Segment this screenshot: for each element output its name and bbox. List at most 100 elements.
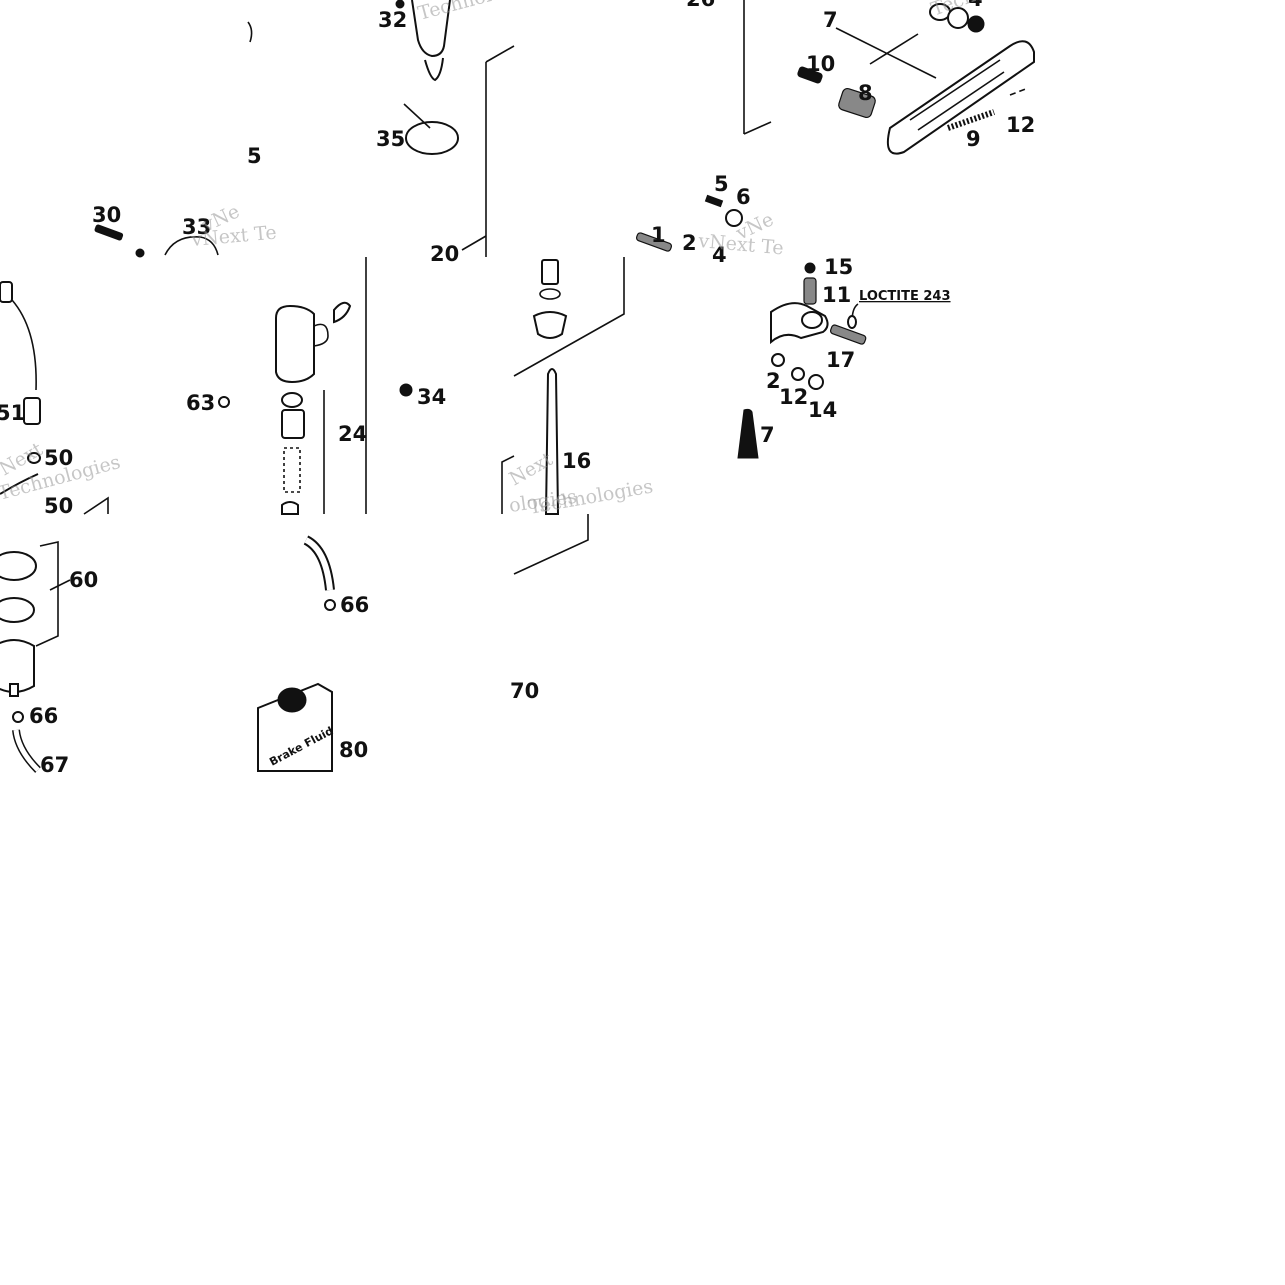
callout-1: 1 bbox=[651, 223, 666, 247]
callout-66-middle: 66 bbox=[340, 593, 369, 617]
callout-12-lower: 12 bbox=[779, 385, 808, 409]
callout-70: 70 bbox=[510, 679, 539, 703]
elbow-fitting bbox=[333, 301, 352, 324]
callout-26: 26 bbox=[686, 0, 715, 11]
reservoir-spout bbox=[9, 683, 19, 697]
frame-line bbox=[461, 235, 487, 251]
piston bbox=[281, 409, 305, 439]
frame-line bbox=[485, 45, 515, 63]
banjo-fitting bbox=[0, 473, 39, 495]
cylinder-port bbox=[313, 323, 329, 347]
watermark: Technolo bbox=[416, 0, 505, 25]
leader-60 bbox=[49, 579, 71, 591]
washer-2 bbox=[771, 353, 785, 367]
nut-part bbox=[135, 248, 145, 258]
frame-line bbox=[501, 455, 515, 514]
eye-part bbox=[801, 311, 823, 329]
callout-12-top: 12 bbox=[1006, 113, 1035, 137]
clip-66 bbox=[324, 599, 336, 611]
washer-12 bbox=[791, 367, 805, 381]
frame-line bbox=[513, 257, 625, 377]
bushing-4 bbox=[967, 15, 985, 33]
hose-67-inner bbox=[13, 729, 40, 772]
callout-14: 14 bbox=[808, 398, 837, 422]
callout-16: 16 bbox=[562, 449, 591, 473]
tile-mid-right-a bbox=[501, 257, 759, 515]
callout-50-top: 50 bbox=[44, 446, 73, 470]
tile-bottom-left bbox=[0, 541, 71, 773]
cable-tie-35 bbox=[405, 121, 459, 155]
switch-plug bbox=[0, 281, 13, 303]
bushing-6 bbox=[725, 209, 743, 227]
bolt-30 bbox=[94, 224, 124, 241]
clamp-33 bbox=[164, 236, 219, 256]
brake-switch-51 bbox=[23, 397, 41, 425]
spring-9 bbox=[947, 109, 995, 131]
hose-inner bbox=[304, 537, 333, 591]
callout-32: 32 bbox=[378, 8, 407, 32]
frame-line bbox=[513, 514, 589, 575]
tile-bottom-right-a bbox=[513, 514, 589, 575]
callout-10: 10 bbox=[806, 52, 835, 76]
o-ring bbox=[281, 392, 303, 408]
callout-2-lower: 2 bbox=[766, 369, 781, 393]
reservoir-body bbox=[0, 639, 35, 693]
tile-mid-middle bbox=[275, 257, 413, 515]
tile-mid-right-b bbox=[770, 262, 867, 390]
bracket-line-60 bbox=[35, 541, 59, 647]
screw-63 bbox=[218, 396, 230, 408]
callout-11: 11 bbox=[822, 283, 851, 307]
callout-35: 35 bbox=[376, 127, 405, 151]
bottle-cap bbox=[277, 687, 307, 713]
cable-tie-tail bbox=[403, 103, 431, 129]
screw-10 bbox=[797, 66, 823, 84]
reservoir-diaphragm bbox=[0, 597, 35, 623]
frame-line bbox=[743, 121, 772, 135]
clip-66 bbox=[12, 711, 24, 723]
frame-line bbox=[83, 496, 109, 515]
nut-14 bbox=[808, 374, 824, 390]
spring bbox=[283, 447, 301, 493]
caliper-bracket bbox=[411, 0, 451, 58]
callout-51: 51 bbox=[0, 401, 25, 425]
boot-stem bbox=[541, 259, 559, 285]
bolt-32 bbox=[395, 0, 405, 9]
callout-5-left: 5 bbox=[247, 144, 262, 168]
nut-34 bbox=[399, 383, 413, 397]
dipstick-16 bbox=[544, 368, 560, 515]
callout-50-bottom: 50 bbox=[44, 494, 73, 518]
washer-part bbox=[947, 7, 969, 29]
tile-bottom-middle: Brake Fluid bbox=[257, 535, 336, 772]
sleeve-7 bbox=[737, 408, 759, 459]
brake-fluid-bottle bbox=[257, 682, 333, 772]
pedal-tip-8 bbox=[838, 87, 876, 119]
screw-5 bbox=[704, 194, 724, 208]
callout-2-top: 2 bbox=[682, 231, 697, 255]
bolt-1 bbox=[635, 232, 673, 252]
callout-6: 6 bbox=[736, 185, 751, 209]
bracket-tip bbox=[424, 57, 444, 82]
callout-17: 17 bbox=[826, 348, 855, 372]
callout-8: 8 bbox=[858, 81, 873, 105]
pedal-slot bbox=[909, 59, 1005, 131]
callout-60: 60 bbox=[69, 568, 98, 592]
dashed-axis bbox=[1009, 87, 1029, 96]
washer-50 bbox=[27, 452, 41, 464]
pin-part bbox=[847, 315, 857, 329]
leader-7 bbox=[835, 27, 937, 79]
callout-5-right: 5 bbox=[714, 172, 729, 196]
tile-top-right-b bbox=[797, 3, 1035, 155]
callout-66-left: 66 bbox=[29, 704, 58, 728]
callout-4-top: 4 bbox=[968, 0, 983, 11]
callout-24: 24 bbox=[338, 422, 367, 446]
switch-wire bbox=[11, 299, 37, 391]
loctite-note: LOCTITE 243 bbox=[859, 289, 951, 304]
master-cylinder bbox=[275, 304, 315, 384]
tile-mid-left bbox=[0, 281, 230, 515]
callout-15: 15 bbox=[824, 255, 853, 279]
nut-15 bbox=[804, 262, 816, 274]
callout-20: 20 bbox=[430, 242, 459, 266]
push-rod-end bbox=[281, 501, 299, 515]
dust-boot bbox=[532, 311, 568, 339]
